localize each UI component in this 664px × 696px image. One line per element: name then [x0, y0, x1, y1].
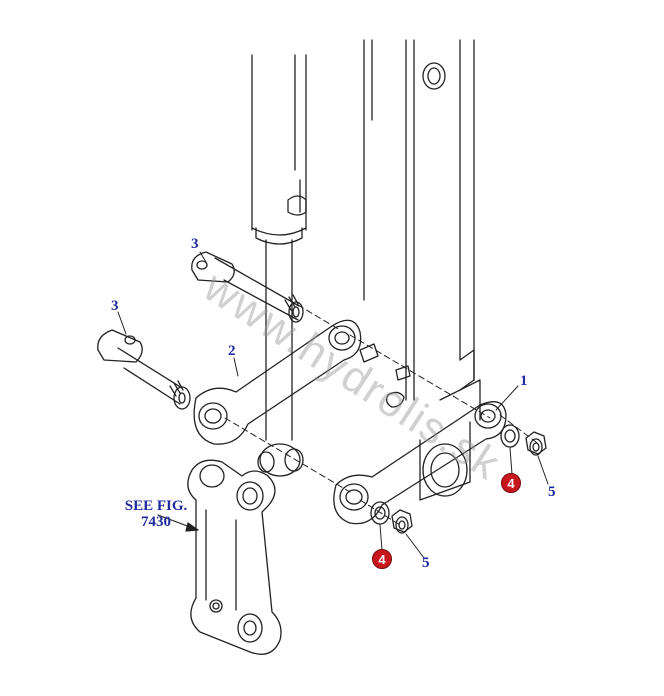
see-fig-arrow — [157, 514, 199, 532]
label-nut-right: 5 — [548, 484, 556, 500]
label-link-lower: 1 — [520, 373, 528, 389]
callout-washer-left: 4 — [372, 549, 392, 569]
see-fig-line1: SEE FIG. — [124, 498, 188, 514]
nut-right — [525, 431, 547, 456]
washer-left — [370, 501, 390, 525]
hydraulic-cylinder — [251, 54, 307, 477]
see-fig-reference: SEE FIG. 7430 — [104, 498, 208, 530]
label-pin-top: 3 — [191, 236, 199, 252]
label-link-upper: 2 — [228, 343, 236, 359]
pin-left — [97, 329, 191, 410]
callout-washer-right: 4 — [501, 473, 521, 493]
pin-top — [191, 251, 304, 323]
link-upper — [193, 319, 362, 445]
label-nut-left: 5 — [422, 555, 430, 571]
arm-body — [359, 39, 481, 501]
leader-lines — [117, 251, 549, 559]
label-pin-left: 3 — [111, 298, 119, 314]
washer-right — [500, 424, 520, 448]
connecting-link-assembly — [187, 459, 282, 655]
nut-left — [391, 509, 413, 534]
see-fig-line2: 7430 — [141, 514, 171, 530]
